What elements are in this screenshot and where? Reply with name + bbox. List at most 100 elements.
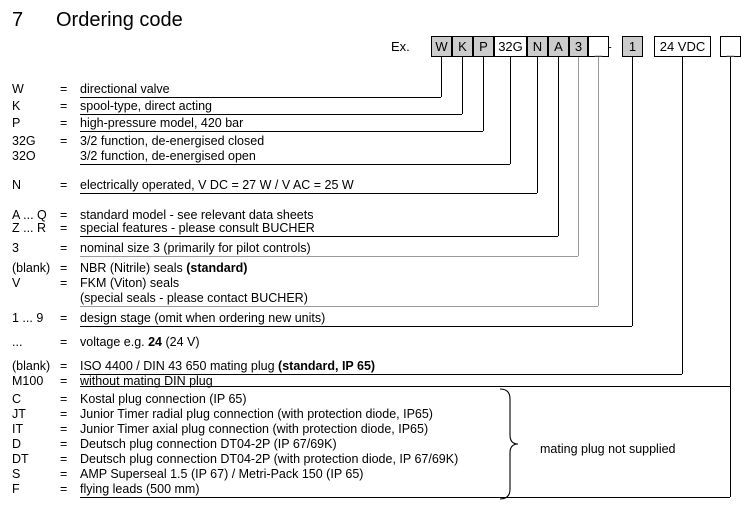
leader-horizontal-1	[80, 114, 462, 115]
leader-horizontal-2	[80, 131, 483, 132]
legend-text-9: NBR (Nitrile) seals (standard)	[80, 261, 248, 275]
leader-horizontal-6	[80, 256, 578, 257]
leader-vertical-9	[682, 57, 683, 374]
legend-equals-15: =	[60, 374, 68, 388]
legend-equals-5: =	[60, 178, 68, 192]
legend-code-1: K	[12, 99, 21, 113]
legend-text-22: flying leads (500 mm)	[80, 482, 200, 496]
legend-equals-21: =	[60, 467, 68, 481]
legend-text-6: standard model - see relevant data sheet…	[80, 208, 314, 222]
code-box-p[interactable]: P	[473, 36, 494, 57]
legend-equals-13: =	[60, 335, 68, 349]
legend-equals-8: =	[60, 241, 68, 255]
legend-text-0: directional valve	[80, 82, 170, 96]
legend-code-10: V	[12, 276, 21, 290]
leader-vertical-2	[483, 57, 484, 131]
legend-code-14: (blank)	[12, 359, 51, 373]
leader-horizontal-0	[80, 97, 441, 98]
leader-horizontal-3	[80, 164, 510, 165]
grouping-brace	[499, 388, 519, 500]
legend-code-15: M100	[12, 374, 44, 388]
leader-vertical-7	[598, 57, 599, 306]
leader-vertical-5	[558, 57, 559, 236]
legend-equals-10: =	[60, 276, 68, 290]
legend-text-3: 3/2 function, de-energised closed	[80, 134, 265, 148]
legend-text-12: design stage (omit when ordering new uni…	[80, 311, 326, 325]
legend-equals-1: =	[60, 99, 68, 113]
code-box-1[interactable]: 1	[622, 36, 643, 57]
plug-group-top-rule	[80, 386, 730, 387]
blank-underscore: _	[726, 42, 735, 57]
legend-equals-3: =	[60, 134, 68, 148]
legend-code-18: IT	[12, 422, 24, 436]
leader-vertical-10	[730, 57, 731, 497]
legend-text-13: voltage e.g. 24 (24 V)	[80, 335, 200, 349]
legend-text-emphasis: (standard, IP 65)	[278, 359, 376, 373]
legend-equals-7: =	[60, 221, 68, 235]
legend-code-5: N	[12, 178, 22, 192]
code-box-3[interactable]: 3	[569, 36, 588, 57]
code-box-k[interactable]: K	[452, 36, 473, 57]
legend-code-17: JT	[12, 407, 26, 421]
legend-code-21: S	[12, 467, 21, 481]
brace-note: mating plug not supplied	[540, 442, 676, 456]
leader-horizontal-7	[80, 306, 598, 307]
code-box-w[interactable]: W	[431, 36, 452, 57]
blank-underscore: _	[594, 42, 603, 57]
code-box-a[interactable]: A	[548, 36, 569, 57]
legend-text-17: Junior Timer radial plug connection (wit…	[80, 407, 433, 421]
legend-equals-18: =	[60, 422, 68, 436]
legend-equals-12: =	[60, 311, 68, 325]
legend-code-20: DT	[12, 452, 29, 466]
legend-code-22: F	[12, 482, 20, 496]
legend-code-16: C	[12, 392, 22, 406]
code-box-n[interactable]: N	[527, 36, 548, 57]
legend-equals-22: =	[60, 482, 68, 496]
legend-code-12: 1 ... 9	[12, 311, 44, 325]
legend-text-21: AMP Superseal 1.5 (IP 67) / Metri-Pack 1…	[80, 467, 364, 481]
legend-code-9: (blank)	[12, 261, 51, 275]
legend-code-4: 32O	[12, 149, 36, 163]
legend-equals-14: =	[60, 359, 68, 373]
legend-code-3: 32G	[12, 134, 36, 148]
legend-code-8: 3	[12, 241, 19, 255]
legend-text-8: nominal size 3 (primarily for pilot cont…	[80, 241, 311, 255]
leader-horizontal-4	[80, 193, 537, 194]
code-box-blank-10[interactable]: _	[720, 36, 741, 57]
legend-code-2: P	[12, 116, 21, 130]
legend-text-14: ISO 4400 / DIN 43 650 mating plug (stand…	[80, 359, 376, 373]
legend-text-20: Deutsch plug connection DT04-2P (with pr…	[80, 452, 459, 466]
legend-text-emphasis: 24	[148, 335, 163, 349]
legend-text-11: (special seals - please contact BUCHER)	[80, 291, 308, 305]
legend-text-5: electrically operated, V DC = 27 W / V A…	[80, 178, 354, 192]
legend-text-7: special features - please consult BUCHER	[80, 221, 315, 235]
legend-code-7: Z ... R	[12, 221, 47, 235]
legend-code-0: W	[12, 82, 24, 96]
legend-text-10: FKM (Viton) seals	[80, 276, 180, 290]
legend-text-1: spool-type, direct acting	[80, 99, 213, 113]
legend-equals-20: =	[60, 452, 68, 466]
legend-text-emphasis: (standard)	[186, 261, 248, 275]
page-title: Ordering code	[56, 9, 183, 31]
legend-text-19: Deutsch plug connection DT04-2P (IP 67/6…	[80, 437, 337, 451]
leader-vertical-4	[537, 57, 538, 193]
leader-horizontal-5	[80, 236, 558, 237]
legend-equals-6: =	[60, 208, 68, 222]
legend-code-19: D	[12, 437, 22, 451]
leader-vertical-8	[632, 57, 633, 326]
legend-text-15: without mating DIN plug	[80, 374, 213, 388]
code-box-blank-7[interactable]: _	[588, 36, 609, 57]
code-box-24-vdc[interactable]: 24 VDC	[654, 36, 711, 57]
legend-text-18: Junior Timer axial plug connection (with…	[80, 422, 429, 436]
leader-horizontal-9	[80, 374, 682, 375]
legend-equals-9: =	[60, 261, 68, 275]
section-number: 7	[12, 9, 24, 31]
legend-equals-0: =	[60, 82, 68, 96]
example-label: Ex.	[391, 39, 410, 54]
legend-text-4: 3/2 function, de-energised open	[80, 149, 256, 163]
code-box-32g[interactable]: 32G	[494, 36, 527, 57]
leader-vertical-0	[441, 57, 442, 97]
leader-vertical-6	[578, 57, 579, 256]
legend-equals-2: =	[60, 116, 68, 130]
